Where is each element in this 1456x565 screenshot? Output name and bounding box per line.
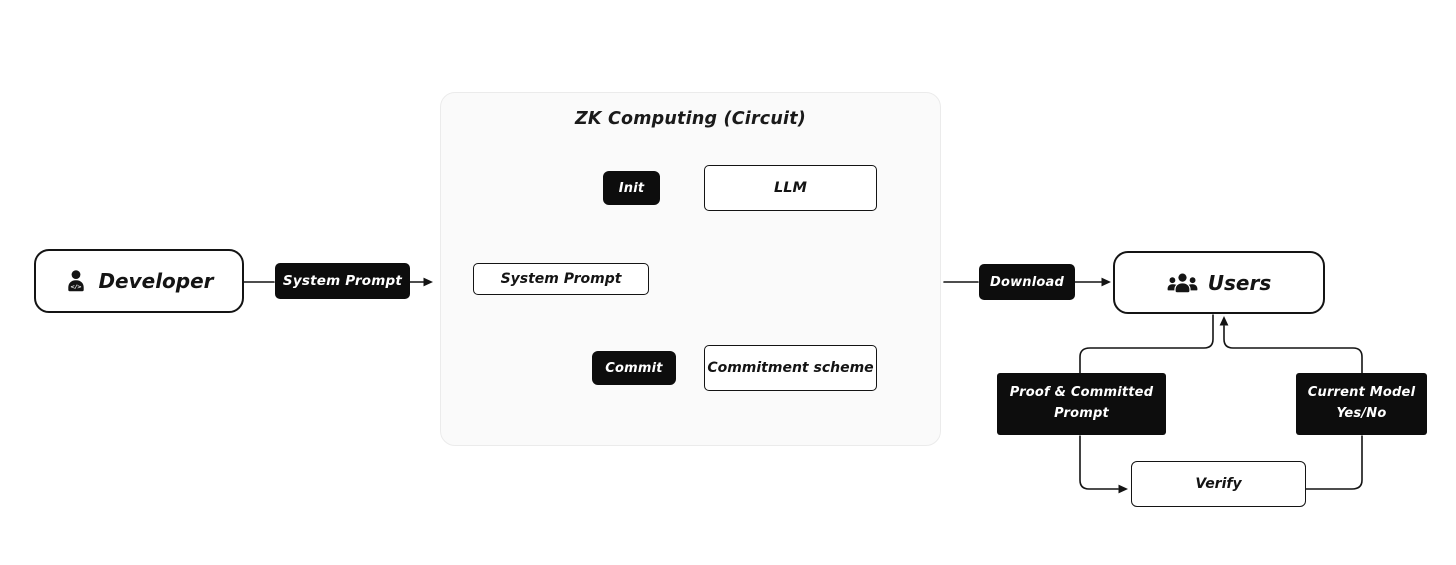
arrowhead-into-users [1101,277,1111,287]
current-model-line2: Yes/No [1336,406,1387,421]
developer-icon: </> [64,269,88,293]
developer-node: </> Developer [34,249,244,313]
proof-committed-line1: Proof & Committed [1009,385,1154,401]
system-prompt-box: System Prompt [473,263,649,295]
download-badge: Download [979,264,1075,300]
developer-label: Developer [98,269,214,293]
connector-current-model-to-users [1223,325,1363,374]
zk-panel-title: ZK Computing (Circuit) [575,109,806,129]
init-badge: Init [603,171,660,205]
commit-badge: Commit [592,351,676,385]
users-icon [1167,272,1198,294]
svg-text:</>: </> [71,285,83,291]
current-model-line1: Current Model [1307,385,1416,401]
verify-box: Verify [1131,461,1306,507]
arrowhead-up-into-users [1219,316,1229,326]
llm-box: LLM [704,165,877,211]
proof-committed-prompt-box: Proof & Committed Prompt [997,373,1166,435]
proof-committed-line2: Prompt [1054,406,1109,421]
connector-proof-to-verify [1079,435,1119,490]
arrowhead-into-panel [423,277,433,287]
current-model-box: Current Model Yes/No [1296,373,1427,435]
connector-verify-to-current-model [1305,435,1363,490]
users-label: Users [1207,270,1272,295]
commitment-scheme-box: Commitment scheme [704,345,877,391]
connector-users-to-proof [1079,314,1214,374]
users-node: Users [1113,251,1325,314]
arrowhead-into-verify [1118,484,1128,494]
system-prompt-badge: System Prompt [275,263,410,299]
